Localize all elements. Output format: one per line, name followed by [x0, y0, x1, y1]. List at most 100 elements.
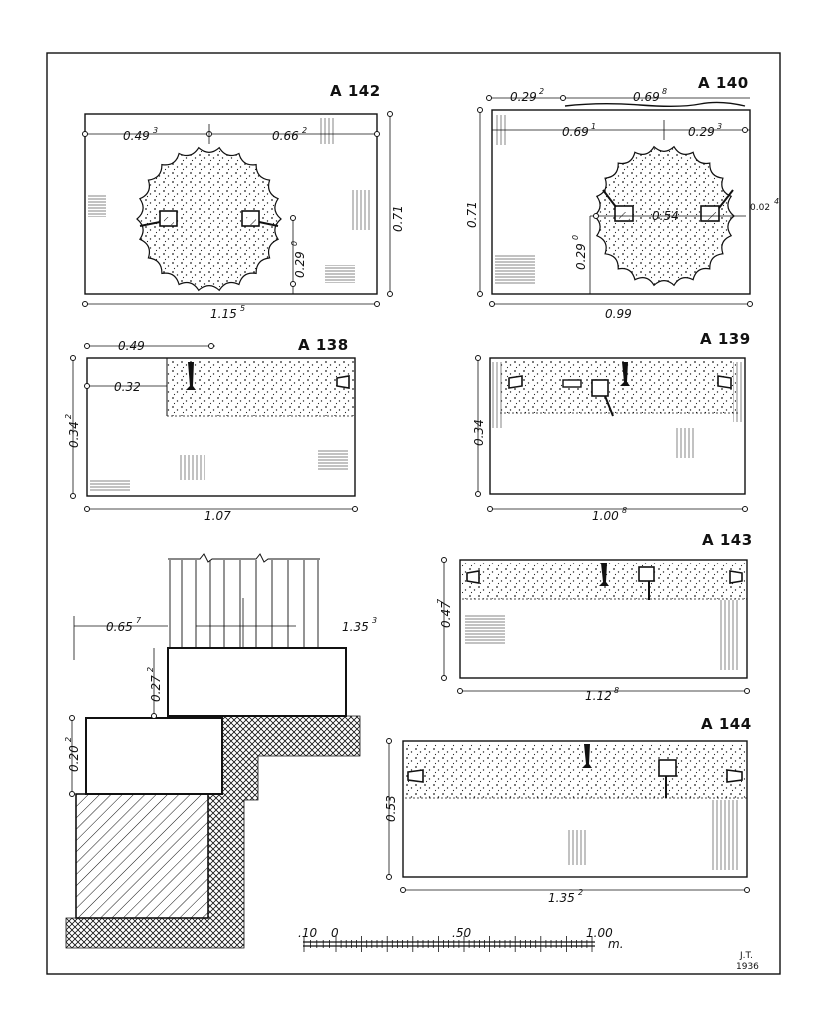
a140-dim-inner2: 0.29 — [688, 125, 715, 139]
plan-a142: A 142 0.49 3 0.66 2 0.71 0.29 0 — [82, 82, 405, 321]
a139-title: A 139 — [700, 330, 751, 348]
dim-node — [208, 343, 214, 349]
a143-socket — [729, 570, 743, 584]
section-dim-left: 0.65 — [106, 620, 133, 634]
a139-socket — [562, 379, 582, 388]
a144-title: A 144 — [701, 715, 752, 733]
a140-dim-inner1: 0.69 — [562, 125, 589, 139]
a140-outline — [491, 109, 751, 295]
dim-node — [487, 506, 493, 512]
dim-node — [151, 713, 157, 719]
dim-node — [593, 213, 599, 219]
a139-socket — [591, 379, 609, 397]
a143-dim-height-sup: 7 — [436, 598, 445, 604]
dim-node — [400, 887, 406, 893]
a140-dim-top1-sup: 2 — [539, 87, 544, 96]
scale-label-50: .50 — [452, 926, 471, 940]
a142-dim-top-right: 0.66 — [272, 129, 299, 143]
a143-peg — [599, 563, 609, 586]
a142-socket-left-fill — [164, 217, 174, 225]
a144-peg — [582, 744, 592, 768]
a144-outline — [402, 740, 748, 878]
a138-socket — [336, 375, 350, 389]
section-dim-step2: 0.20 — [67, 745, 81, 772]
a139-texture — [492, 362, 502, 428]
a140-dim-side: 0.02 — [750, 203, 770, 213]
a140-dim-side-sup: 4 — [774, 197, 779, 206]
a138-dim-inner: 0.32 — [114, 380, 141, 394]
a139-channel — [604, 395, 614, 417]
a142-dim-width: 1.15 — [210, 307, 237, 321]
dim-node — [352, 506, 358, 512]
section-dim-right: 1.35 — [342, 620, 369, 634]
dim-node — [742, 127, 748, 133]
a142-dim-inner-sup: 0 — [290, 241, 299, 246]
a140-dim-inner1-sup: 1 — [591, 122, 596, 131]
a140-dim-center: 0.54 — [652, 209, 679, 223]
scale-unit: m. — [608, 937, 624, 951]
a142-scalloped-basin — [136, 146, 282, 292]
section-a143: A 143 0.47 7 1.12 8 — [436, 531, 752, 703]
a140-dim-top1: 0.29 — [510, 90, 537, 104]
a138-title: A 138 — [298, 336, 349, 354]
plan-a140: A 140 0.29 2 0.69 8 0.69 1 0.29 3 0.71 0… — [465, 74, 779, 321]
break-line — [168, 553, 320, 563]
a142-outline — [84, 113, 378, 295]
a139-socket — [508, 375, 523, 389]
a144-socket — [726, 769, 743, 783]
a144-dim-width-sup: 2 — [578, 888, 583, 897]
signature-initials: J.T. — [739, 951, 753, 961]
a142-channel — [139, 221, 161, 227]
section-a144: A 144 0.53 1.35 2 — [384, 715, 752, 905]
section-a138: A 138 0.49 0.32 0.34 2 1.07 — [64, 336, 358, 523]
dim-node — [84, 383, 90, 389]
dim-node — [386, 874, 392, 880]
dim-node — [290, 281, 296, 287]
dim-node — [290, 215, 296, 221]
a139-socket — [717, 375, 732, 389]
scale-ticks — [303, 936, 593, 952]
a138-texture — [318, 450, 348, 470]
dim-node — [84, 343, 90, 349]
dim-node — [560, 95, 566, 101]
a138-dim-width: 1.07 — [204, 509, 231, 523]
a140-broken-edge — [564, 101, 746, 107]
a140-texture — [495, 255, 535, 285]
dim-node — [747, 301, 753, 307]
a144-socket — [658, 759, 677, 777]
a143-dim-width: 1.12 — [585, 689, 612, 703]
a143-texture — [720, 600, 740, 670]
a138-outline — [86, 357, 356, 497]
dim-node — [486, 95, 492, 101]
a142-dim-width-sup: 5 — [240, 304, 245, 313]
a140-dim-height: 0.71 — [465, 201, 479, 228]
a140-dim-inner3: 0.29 — [574, 243, 588, 270]
a142-dim-inner: 0.29 — [293, 251, 307, 278]
a143-dim-width-sup: 8 — [614, 686, 619, 695]
dim-node — [744, 688, 750, 694]
dim-node — [475, 491, 481, 497]
dim-node — [374, 131, 380, 137]
a138-fill-layer — [167, 360, 354, 416]
a140-title: A 140 — [698, 74, 749, 92]
scale-label-100: 1.00 — [586, 926, 613, 940]
a139-dim-height: 0.34 — [472, 419, 486, 446]
upper-step — [167, 647, 347, 717]
dim-node — [82, 131, 88, 137]
a142-channel — [258, 221, 279, 227]
dim-node — [387, 291, 393, 297]
section-a139: A 139 0.34 1.00 8 — [472, 330, 751, 523]
dim-node — [70, 355, 76, 361]
a143-socket — [466, 570, 480, 584]
section-dim-right-sup: 3 — [372, 616, 377, 625]
a144-texture — [710, 800, 740, 870]
a139-dim-width-sup: 8 — [622, 506, 627, 515]
a142-texture — [350, 190, 370, 230]
section-dim-step1-sup: 2 — [146, 667, 155, 672]
dim-node — [477, 291, 483, 297]
a142-texture — [320, 118, 334, 144]
a140-channel — [602, 189, 617, 208]
a138-dim-height: 0.34 — [67, 421, 81, 448]
a138-peg — [186, 362, 196, 390]
dim-node — [69, 715, 75, 721]
